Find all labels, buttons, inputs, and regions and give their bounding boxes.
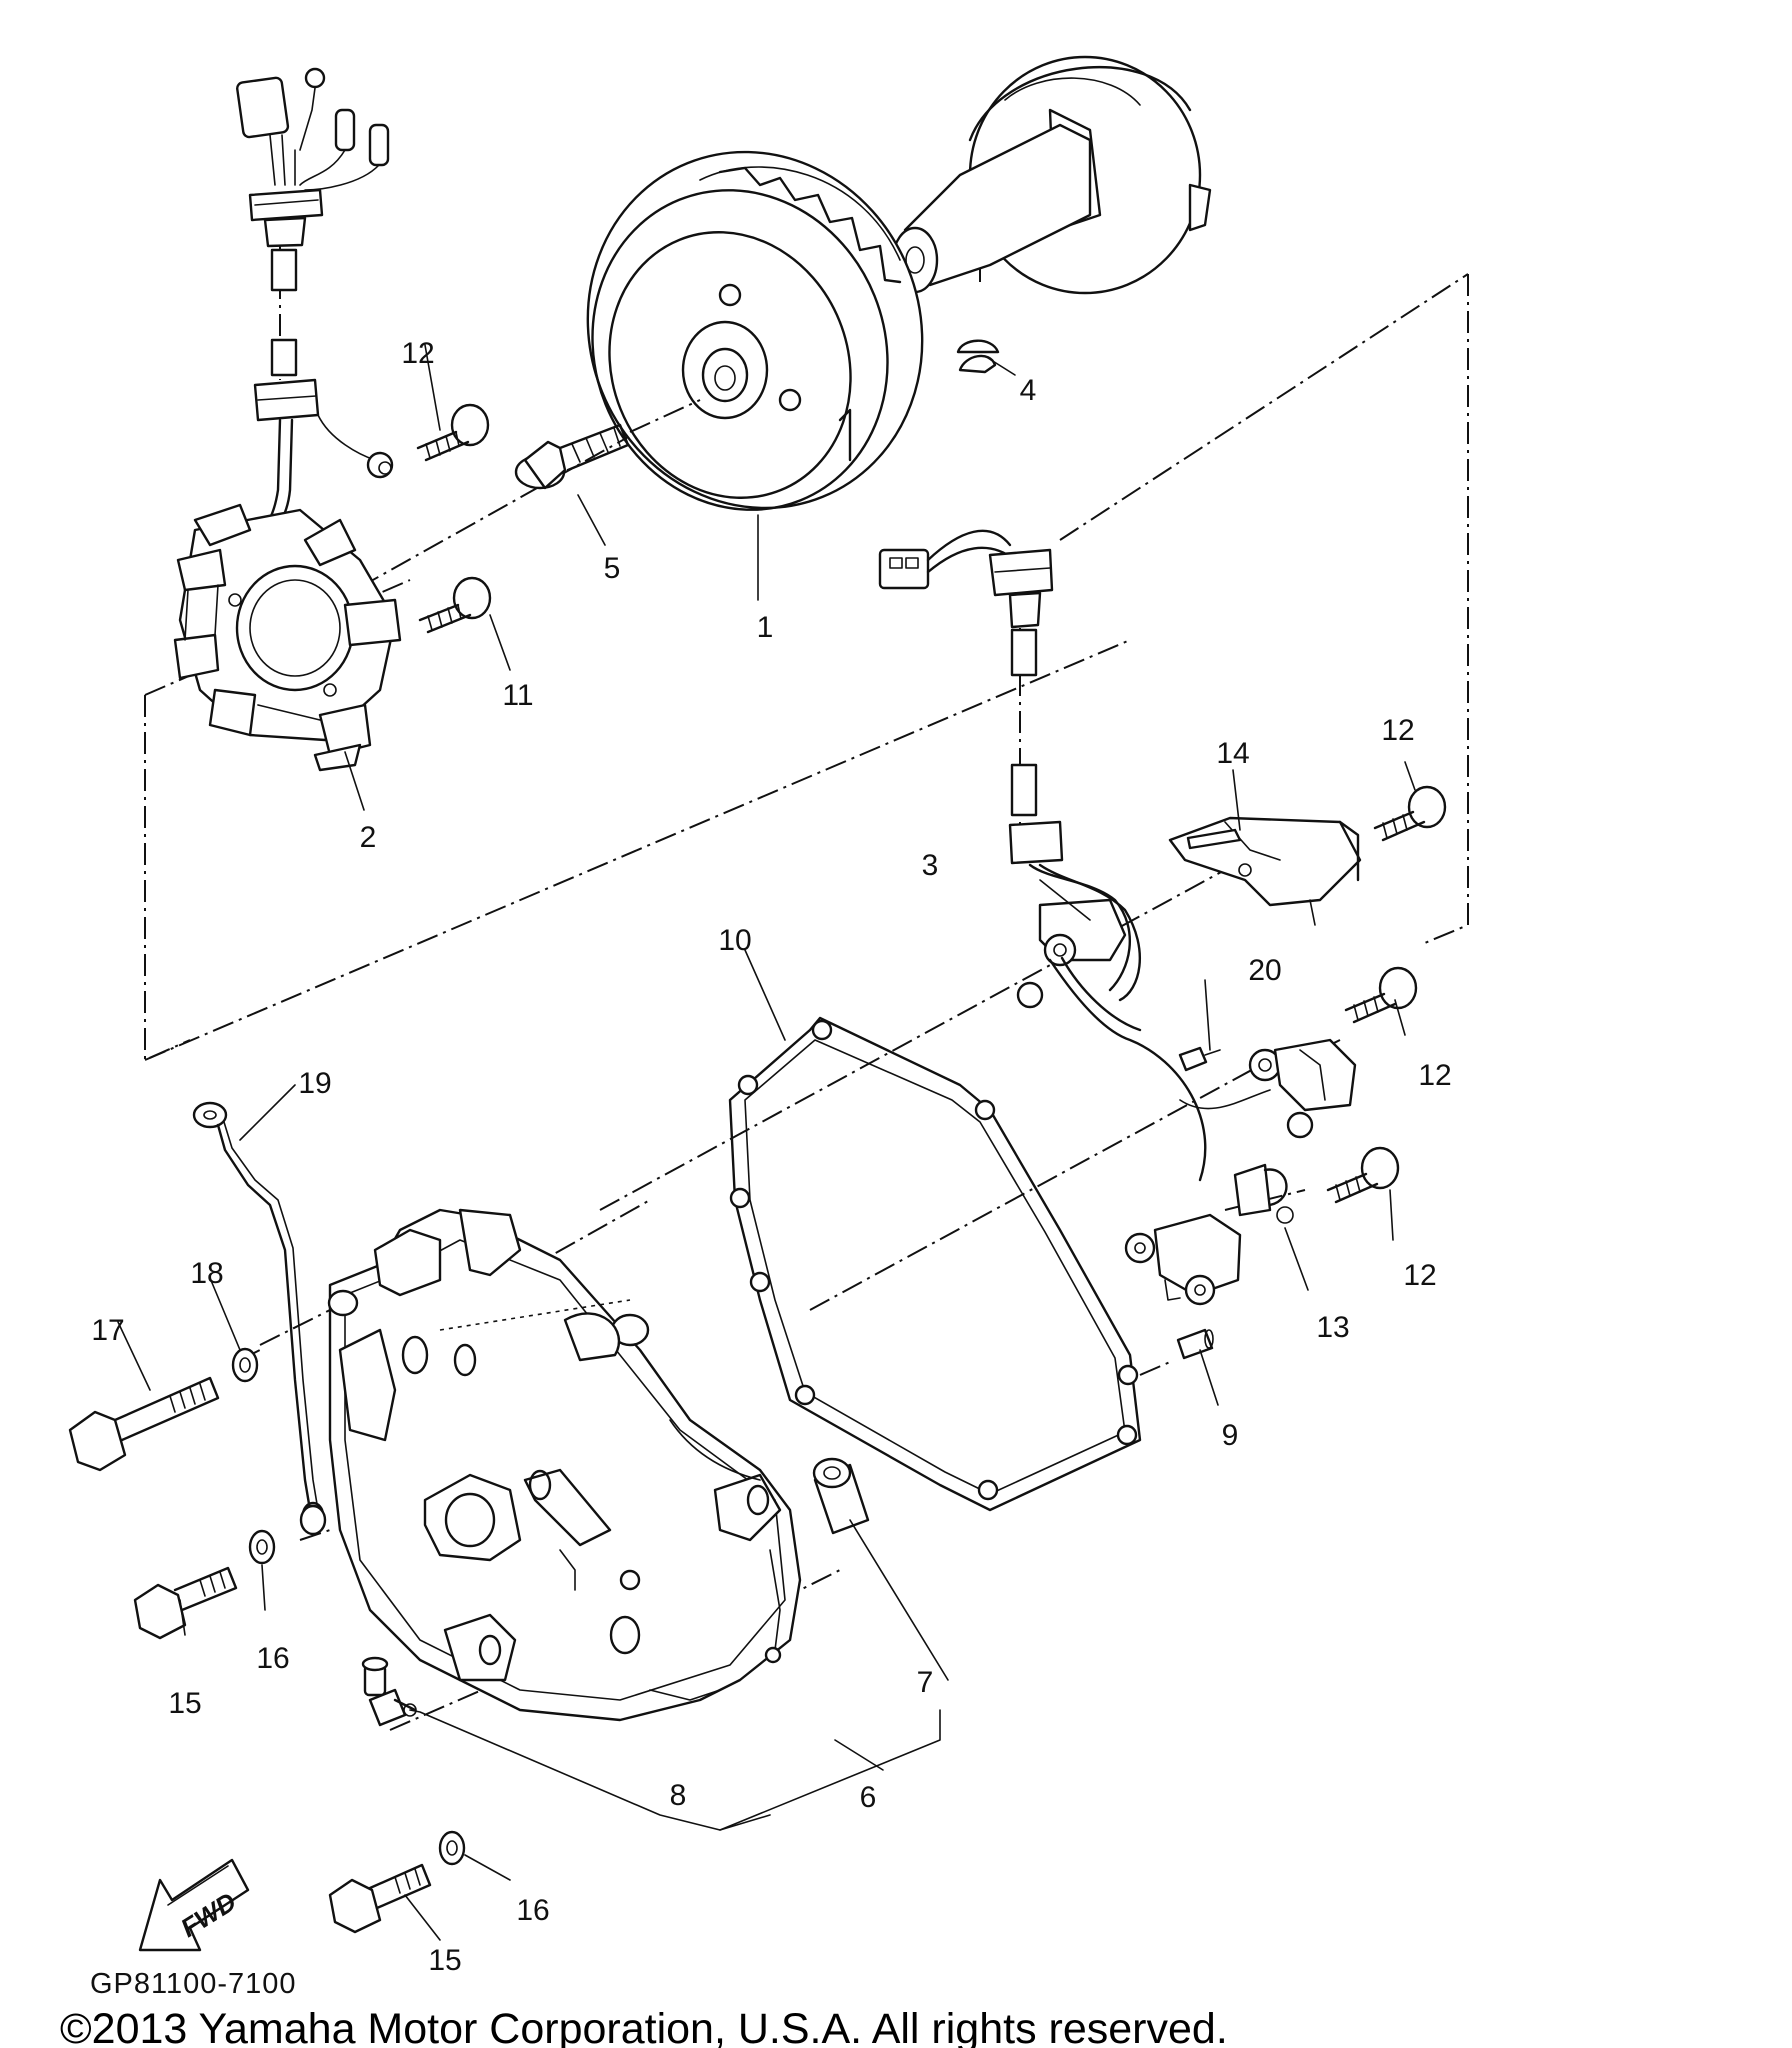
leader-lines xyxy=(117,344,1416,1941)
callout-20: 20 xyxy=(1248,954,1281,987)
callout-9: 9 xyxy=(1222,1419,1239,1452)
callout-12-switch: 12 xyxy=(1418,1059,1451,1092)
callout-labels: 1 2 3 4 5 6 7 8 9 10 11 12 12 12 12 13 1… xyxy=(91,337,1451,1977)
neutral-switch xyxy=(1179,1038,1357,1139)
callout-11: 11 xyxy=(502,679,533,712)
flywheel-bolt xyxy=(514,399,701,490)
plate-bolts xyxy=(1326,785,1447,1204)
callout-3: 3 xyxy=(922,849,939,882)
cover-gasket xyxy=(728,1016,1142,1512)
callout-12-top: 12 xyxy=(401,337,434,370)
lead-wire-connector xyxy=(1178,1046,1221,1072)
callout-14: 14 xyxy=(1216,737,1249,770)
callout-15-upper: 15 xyxy=(168,1687,201,1720)
crank-sensor xyxy=(1124,1213,1242,1306)
callout-19: 19 xyxy=(298,1067,331,1100)
callout-6: 6 xyxy=(860,1781,877,1814)
breather-fitting xyxy=(361,1656,417,1727)
callout-15-lower: 15 xyxy=(428,1944,461,1977)
wire-clamp xyxy=(1233,1163,1294,1224)
callout-7: 7 xyxy=(917,1666,934,1699)
callout-16-upper: 16 xyxy=(256,1642,289,1675)
callout-5: 5 xyxy=(604,552,621,585)
stator-assembly xyxy=(173,503,402,772)
copyright-notice: ©2013 Yamaha Motor Corporation, U.S.A. A… xyxy=(60,2005,1228,2048)
dowel-pin xyxy=(1176,1328,1214,1360)
callout-16-lower: 16 xyxy=(516,1894,549,1927)
crankshaft xyxy=(891,55,1212,374)
callout-8: 8 xyxy=(670,1779,687,1812)
callout-2: 2 xyxy=(360,821,377,854)
callout-18: 18 xyxy=(190,1257,223,1290)
part-code: GP81100-7100 xyxy=(90,1968,297,2000)
flywheel-rotor xyxy=(586,150,924,511)
woodruff-key xyxy=(956,339,1000,354)
collar xyxy=(812,1457,870,1535)
callout-1: 1 xyxy=(757,611,774,644)
pickup-coil-harness xyxy=(878,529,1207,1182)
ground-lead xyxy=(192,1101,327,1536)
callout-4: 4 xyxy=(1020,374,1037,407)
fwd-direction-arrow: FWD xyxy=(138,1858,250,1952)
callout-12-plate: 12 xyxy=(1381,714,1414,747)
stator-bolts xyxy=(416,403,492,634)
crankcase-cover xyxy=(301,1208,802,1722)
callout-10: 10 xyxy=(718,924,751,957)
callout-12-sensor: 12 xyxy=(1403,1259,1436,1292)
stator-wire-harness xyxy=(236,67,394,547)
pickup-plate xyxy=(1168,816,1362,926)
callout-17: 17 xyxy=(91,1314,124,1347)
callout-13: 13 xyxy=(1316,1311,1349,1344)
cover-bolts xyxy=(68,1347,466,1934)
